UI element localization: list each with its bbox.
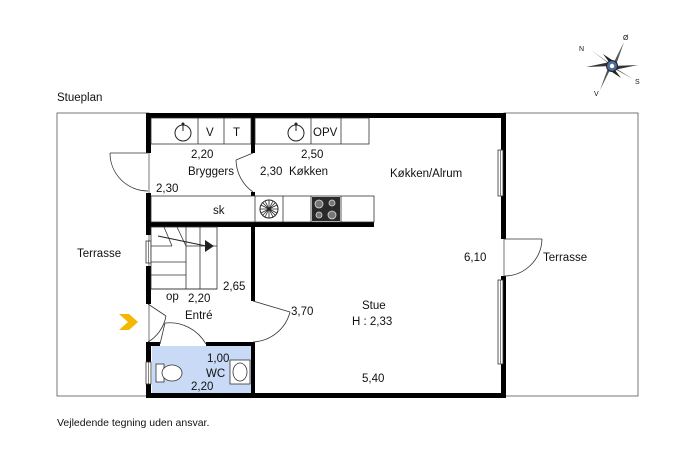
toilet-icon: [155, 363, 183, 383]
kokken-name: Køkken: [289, 166, 328, 178]
wc-width: 1,00: [207, 353, 229, 365]
compass-o: Ø: [623, 35, 629, 42]
entre-height: 2,65: [223, 281, 245, 293]
fixture-opv-label: OPV: [313, 127, 338, 139]
disclaimer: Vejledende tegning uden ansvar.: [57, 417, 209, 429]
compass-s: S: [635, 79, 640, 86]
entre-name: Entré: [185, 310, 213, 322]
kokken-width: 2,50: [301, 149, 323, 161]
fixture-sk-label: sk: [213, 205, 225, 217]
cooktop-icon: [312, 197, 340, 221]
stue-name: Stue: [362, 300, 386, 312]
fixture-t-label: T: [233, 127, 240, 139]
wc-sink-icon: [229, 359, 251, 385]
entrance-arrow-icon: [119, 314, 138, 330]
walls: [146, 113, 506, 398]
entre-width: 2,20: [188, 293, 210, 305]
sink-icon: [174, 122, 192, 142]
fixture-v-label: V: [206, 127, 214, 139]
terrasse-right-name: Terrasse: [543, 252, 587, 264]
sink-icon: [287, 122, 305, 142]
stue-dimension-1: 3,70: [291, 306, 313, 318]
compass-n: N: [579, 46, 584, 53]
stue-dimension-2: 6,10: [464, 252, 486, 264]
page-title: Stueplan: [57, 92, 102, 104]
kokken-height: 2,30: [260, 166, 282, 178]
bryggers-name: Bryggers: [188, 166, 234, 178]
wc-name: WC: [206, 368, 225, 380]
compass-v: V: [594, 91, 599, 98]
bryggers-width: 2,20: [191, 149, 213, 161]
fixture-op-label: op: [166, 291, 179, 303]
stue-ceiling-height: H : 2,33: [352, 316, 392, 328]
stue-width: 5,40: [362, 373, 384, 385]
ventilation-icon: [259, 199, 279, 219]
terrasse-left-name: Terrasse: [77, 248, 121, 260]
doors: [109, 152, 543, 345]
kokken-alrum-name: Køkken/Alrum: [390, 168, 462, 180]
wc-height: 2,20: [191, 381, 213, 393]
staircase: [150, 226, 218, 290]
windows: [145, 149, 504, 385]
bryggers-height: 2,30: [156, 183, 178, 195]
compass-icon: [586, 42, 638, 90]
